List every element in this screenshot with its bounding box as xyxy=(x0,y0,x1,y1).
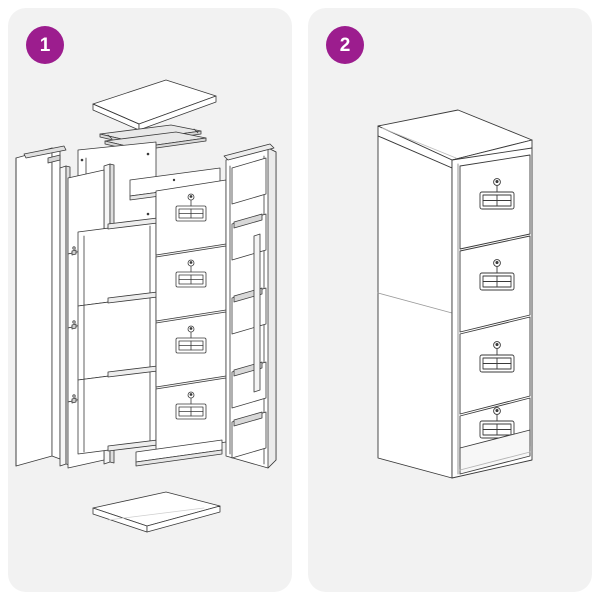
drawer-handle-4 xyxy=(175,391,207,420)
cabinet-left-side xyxy=(377,135,453,479)
part-left-rail-strip xyxy=(23,145,67,164)
cabinet-drawer-3 xyxy=(459,316,531,415)
part-top-rails xyxy=(99,124,207,152)
cabinet-drawer-1 xyxy=(459,154,531,250)
exploded-view-illustration xyxy=(8,8,292,592)
drawer-handle-3 xyxy=(175,325,207,354)
step-badge-2: 2 xyxy=(326,26,364,64)
part-center-carcase xyxy=(77,221,157,455)
part-drawer-front-1 xyxy=(155,179,227,256)
drawer-handle-1 xyxy=(479,178,515,210)
part-top-panel xyxy=(92,79,217,131)
drawer-handle-3 xyxy=(479,341,515,373)
cabinet-plinth xyxy=(459,429,531,475)
part-left-side-panel xyxy=(15,147,61,467)
drawer-handle-1 xyxy=(175,193,207,222)
part-drawer-front-4 xyxy=(155,377,227,454)
part-drawer-front-3 xyxy=(155,311,227,388)
part-lower-cross-rail xyxy=(135,439,223,467)
assembled-cabinet-illustration xyxy=(308,8,592,592)
drawer-handle-2 xyxy=(175,259,207,288)
drawer-handle-4 xyxy=(479,407,515,439)
part-right-side-panel xyxy=(223,143,277,469)
drawer-handle-2 xyxy=(479,259,515,291)
part-bottom-panel xyxy=(92,491,221,533)
step-panel-2: 2 xyxy=(308,8,592,592)
step-panel-1: 1 xyxy=(8,8,292,592)
part-drawer-front-2 xyxy=(155,245,227,322)
step-badge-1: 1 xyxy=(26,26,64,64)
cabinet-drawer-2 xyxy=(459,235,531,333)
